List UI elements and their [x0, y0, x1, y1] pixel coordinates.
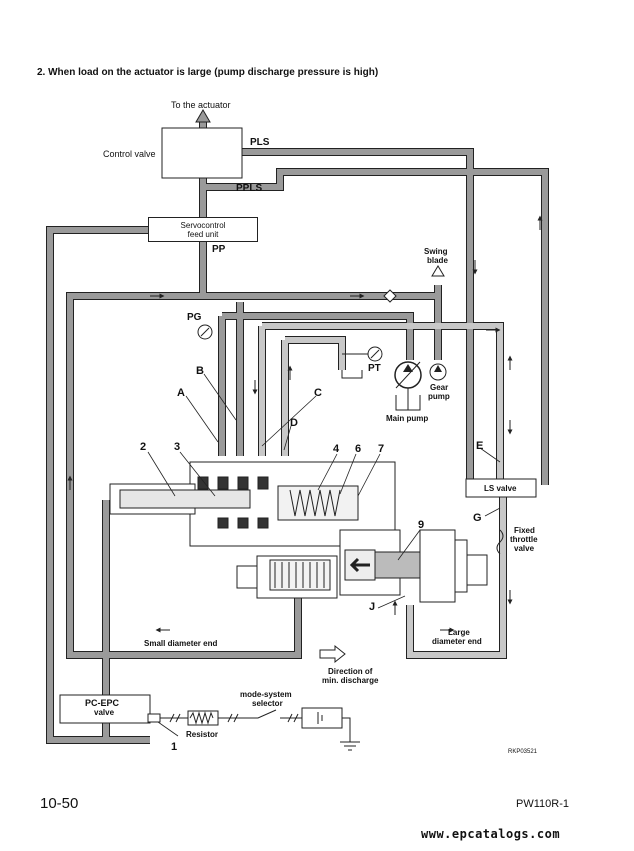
mode-selector-label-2: selector — [252, 699, 283, 708]
small-end-label: Small diameter end — [144, 639, 218, 648]
pp-label: PP — [212, 244, 226, 255]
pls-label: PLS — [250, 137, 270, 148]
fixed-throttle-label-3: valve — [514, 544, 535, 553]
large-end-label-2: diameter end — [432, 637, 482, 646]
ls-valve-box — [465, 478, 537, 498]
resistor-label: Resistor — [186, 730, 219, 739]
large-end-label-1: Large — [448, 628, 470, 637]
check-valve-icon — [383, 289, 397, 303]
to-actuator-label: To the actuator — [171, 100, 231, 110]
reference-code: RKP03521 — [508, 749, 538, 755]
callout-a: A — [177, 387, 185, 399]
callout-7: 7 — [378, 443, 385, 455]
pg-label: PG — [187, 312, 202, 323]
model-code: PW110R-1 — [516, 798, 569, 810]
actuator-arrow — [195, 109, 211, 123]
swing-blade-arrow — [431, 265, 445, 277]
leader-lines — [147, 373, 501, 737]
callout-e: E — [476, 440, 484, 452]
fixed-throttle-icon — [496, 529, 504, 555]
callout-4: 4 — [333, 443, 340, 455]
pt-label: PT — [368, 363, 381, 374]
gear-pump-label-1: Gear — [430, 383, 449, 392]
pc-epc-label-2: valve — [94, 708, 115, 717]
servo-piston-assembly — [109, 461, 488, 603]
callout-3: 3 — [174, 441, 181, 453]
direction-label-2: min. discharge — [322, 676, 379, 685]
website-watermark: www.epcatalogs.com — [421, 827, 561, 841]
flow-arrows — [67, 215, 543, 633]
swing-blade-label-2: blade — [427, 256, 448, 265]
pipe-network — [46, 122, 549, 744]
ls-valve-label: LS valve — [484, 484, 517, 493]
ppls-label: PPLS — [236, 183, 263, 194]
electrical-circuit — [160, 707, 360, 751]
pc-epc-box — [59, 694, 151, 724]
mode-selector-label-1: mode-system — [240, 690, 292, 699]
fixed-throttle-label-2: throttle — [510, 535, 538, 544]
callout-2: 2 — [140, 441, 147, 453]
control-valve-box — [161, 127, 243, 179]
callout-c: C — [314, 387, 322, 399]
fixed-throttle-label-1: Fixed — [514, 526, 535, 535]
servocontrol-label-1: Servocontrol — [180, 221, 226, 230]
direction-label-1: Direction of — [328, 667, 373, 676]
callout-d: D — [290, 417, 298, 429]
callout-g: G — [473, 512, 482, 524]
page-number: 10-50 — [40, 795, 79, 812]
swing-blade-label-1: Swing — [424, 247, 448, 256]
servocontrol-feed-unit: Servocontrol feed unit — [148, 217, 258, 242]
callout-6: 6 — [355, 443, 362, 455]
main-pump-label: Main pump — [386, 414, 429, 423]
control-valve-label: Control valve — [103, 149, 156, 159]
pc-epc-label-1: PC-EPC — [85, 698, 120, 708]
callout-b: B — [196, 365, 204, 377]
callout-1: 1 — [171, 741, 178, 753]
gear-pump-label-2: pump — [428, 392, 450, 401]
direction-arrow-icon — [319, 644, 346, 664]
callout-j: J — [369, 601, 376, 613]
page-heading: 2. When load on the actuator is large (p… — [37, 67, 379, 78]
servocontrol-label-2: feed unit — [187, 230, 219, 239]
callout-9: 9 — [418, 519, 425, 531]
